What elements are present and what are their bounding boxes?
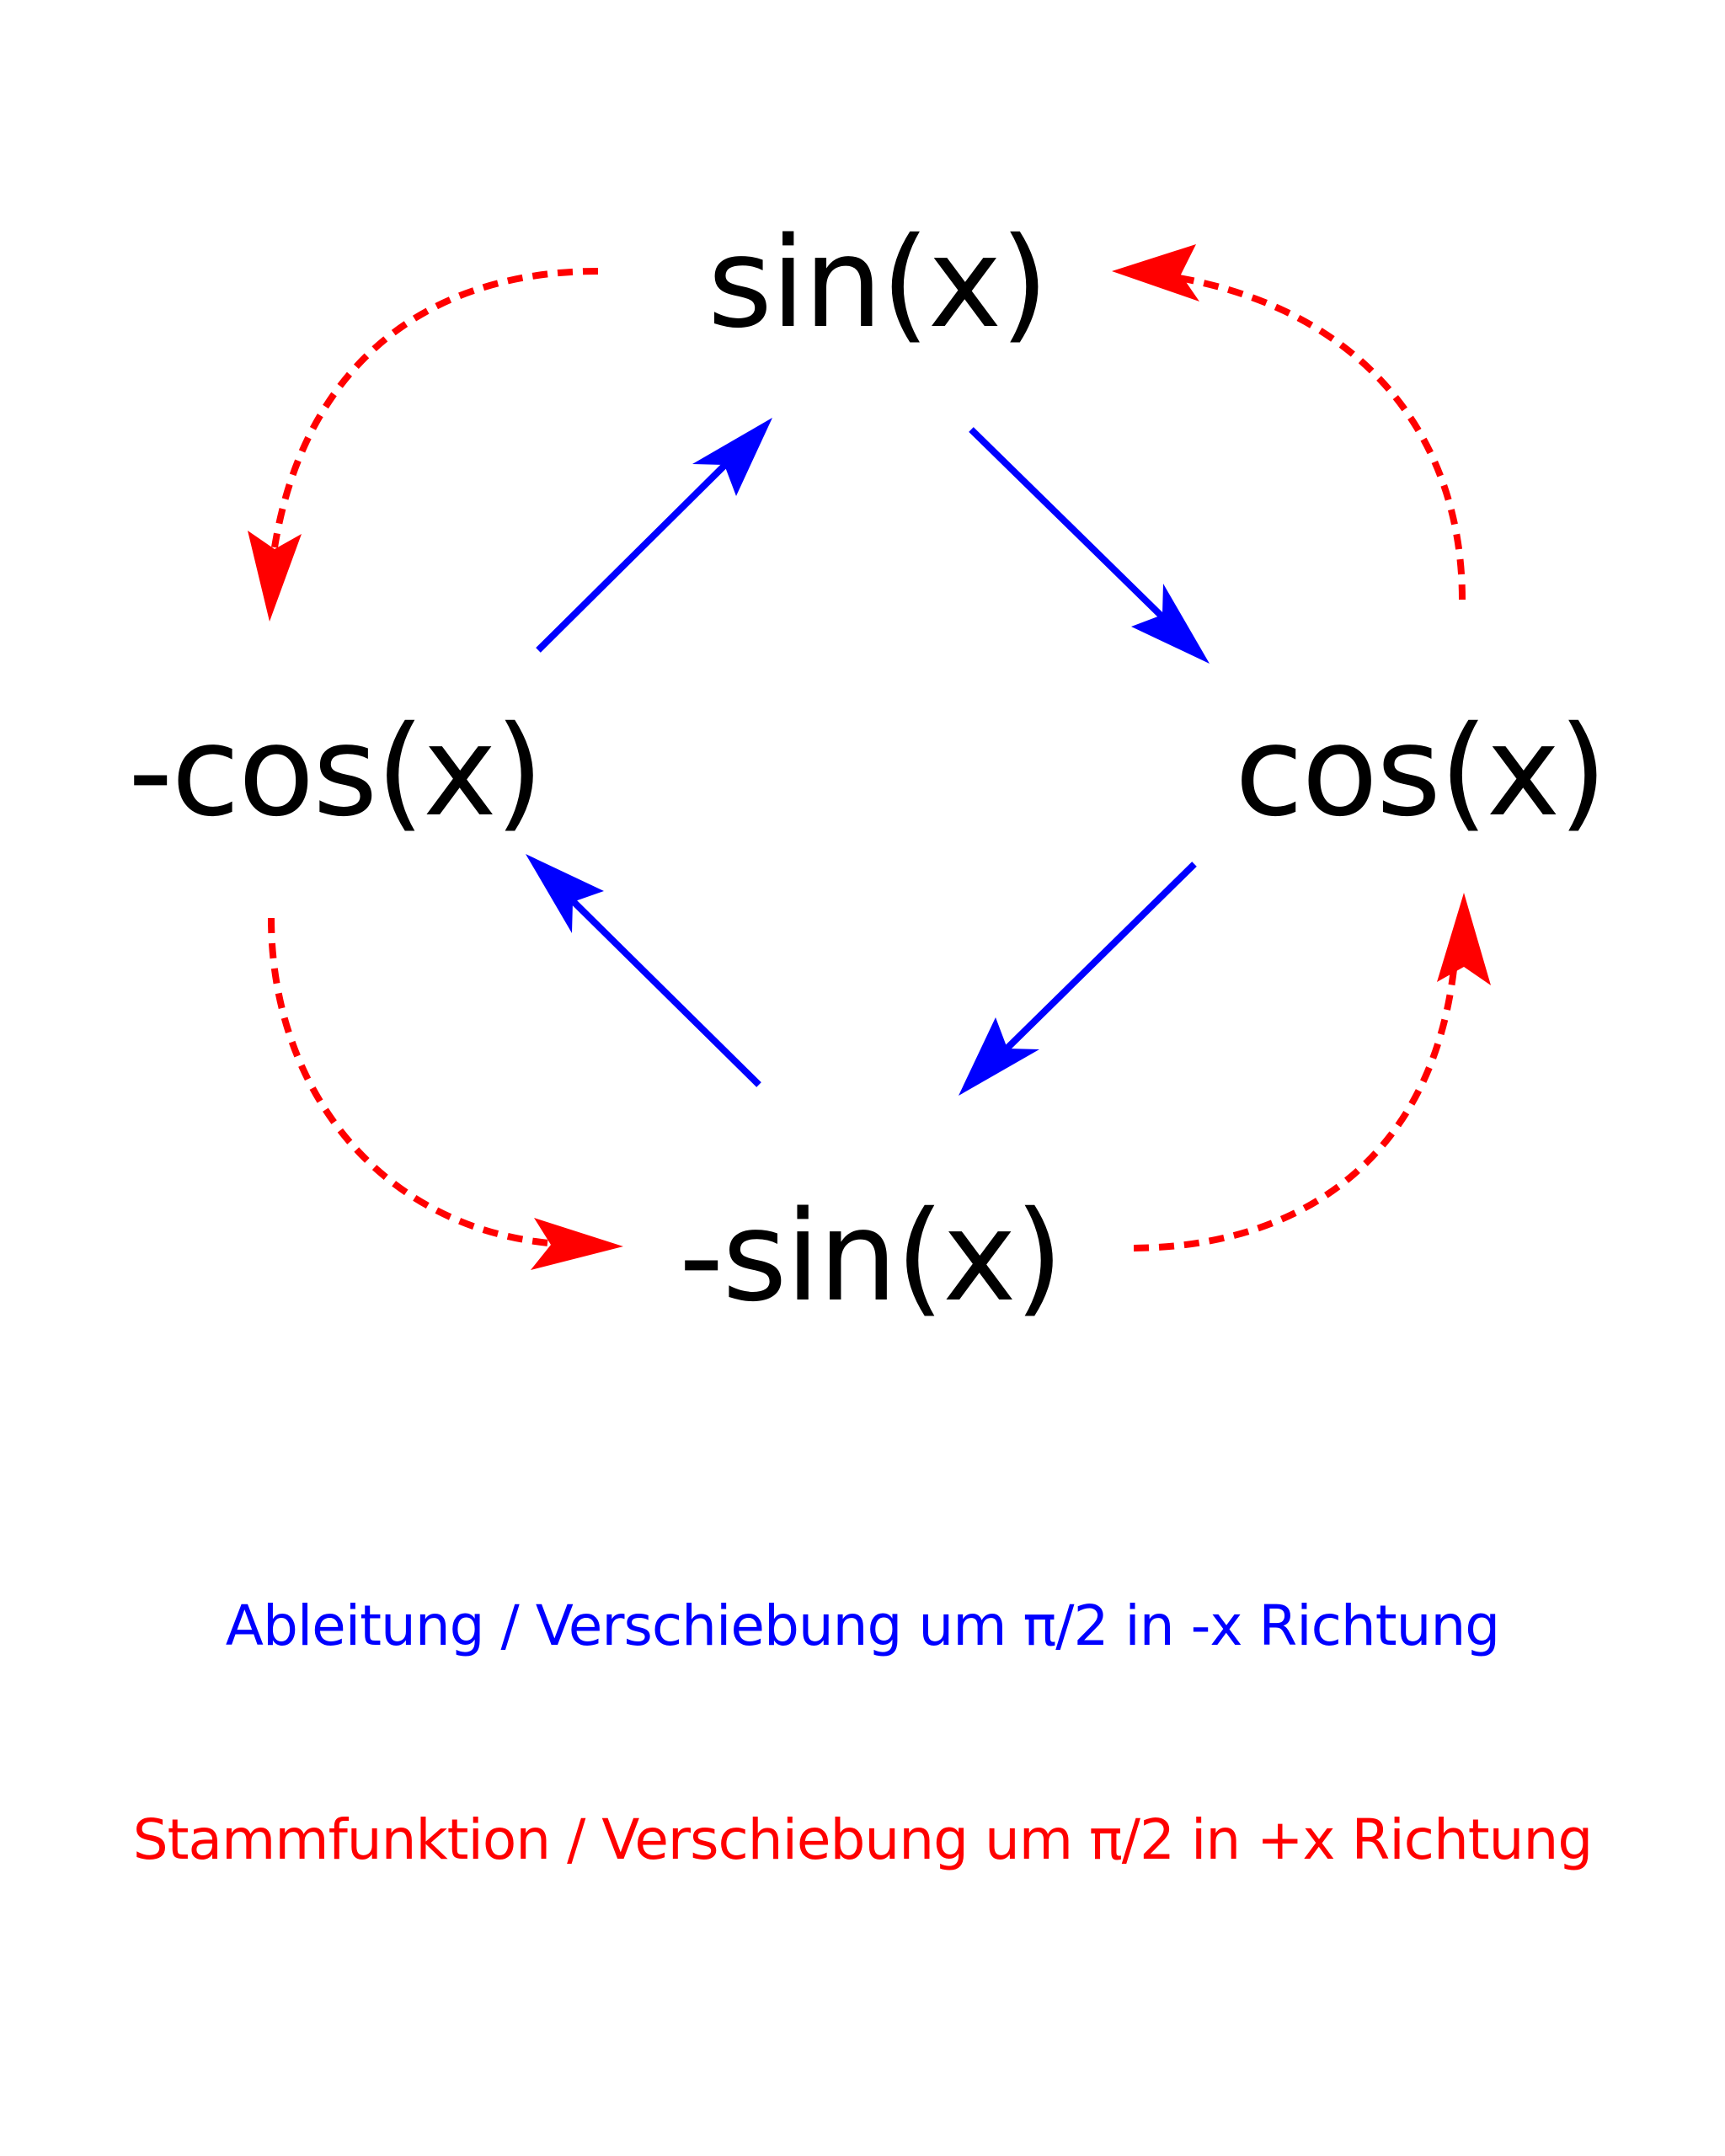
arrowhead-right-to-bottom <box>959 1017 1039 1096</box>
antiderivative-arrowheads <box>248 244 1491 1270</box>
legend-antiderivative: Stammfunktion / Verschiebung um π/2 in +… <box>132 1807 1593 1872</box>
derivative-arrows <box>526 418 1210 1096</box>
node-neg-sin: -sin(x) <box>679 1184 1063 1329</box>
arrowhead-right-to-top <box>1112 244 1199 302</box>
node-neg-cos: -cos(x) <box>128 699 543 844</box>
arrowhead-bottom-to-left <box>526 854 604 933</box>
node-cos: cos(x) <box>1235 699 1607 844</box>
legend-derivative: Ableitung / Verschiebung um π/2 in -x Ri… <box>225 1593 1500 1658</box>
arrowhead-left-to-top <box>692 418 772 496</box>
arrow-left-to-top <box>536 446 745 653</box>
arrow-top-to-right <box>969 427 1182 636</box>
arrow-bottom-to-right <box>1133 951 1459 1251</box>
arrow-bottom-to-left <box>553 882 761 1087</box>
arrow-top-to-left <box>271 268 599 548</box>
node-sin: sin(x) <box>708 211 1049 355</box>
arrowhead-left-to-bottom <box>531 1218 623 1270</box>
arrow-right-to-top <box>1178 275 1466 600</box>
arrowhead-bottom-to-right <box>1437 893 1491 985</box>
arrow-right-to-bottom <box>987 862 1197 1068</box>
arrow-left-to-bottom <box>268 917 574 1248</box>
arrowhead-top-to-left <box>248 531 302 622</box>
antiderivative-arrows <box>268 268 1466 1251</box>
arrowhead-top-to-right <box>1131 584 1210 664</box>
